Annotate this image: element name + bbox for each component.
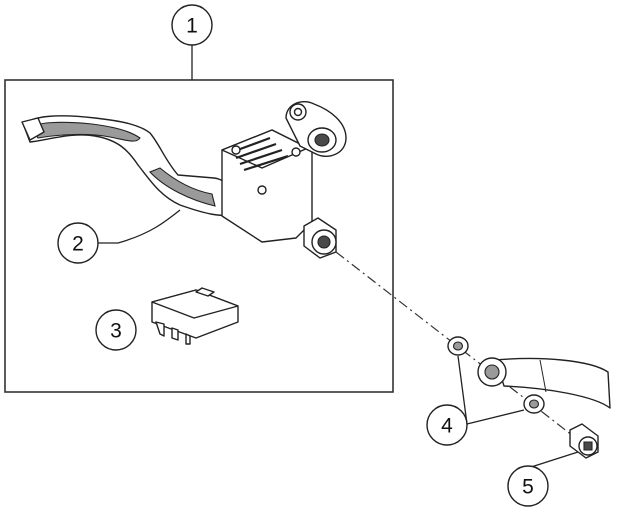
callout-2-label: 2 bbox=[72, 233, 84, 256]
leader-2 bbox=[98, 209, 181, 244]
brake-hose-icon bbox=[477, 357, 611, 409]
leader-4b bbox=[466, 409, 525, 425]
callout-1-label: 1 bbox=[186, 15, 198, 38]
leader-5 bbox=[527, 451, 579, 469]
callout-5-label: 5 bbox=[522, 476, 534, 499]
reservoir-block-icon bbox=[151, 287, 239, 345]
brake-lever-master-cylinder-icon bbox=[21, 100, 347, 259]
assembly-axis-line bbox=[335, 251, 587, 447]
washer-icon bbox=[523, 394, 545, 414]
assembly-frame bbox=[4, 79, 394, 393]
callout-3-label: 3 bbox=[110, 320, 122, 343]
callout-4: 4 bbox=[426, 404, 468, 446]
callout-4-label: 4 bbox=[441, 415, 453, 438]
leader-4a bbox=[457, 355, 468, 425]
callout-3: 3 bbox=[95, 309, 137, 351]
callout-1: 1 bbox=[171, 4, 213, 46]
washer-icon bbox=[447, 336, 469, 356]
banjo-bolt-icon bbox=[569, 423, 599, 459]
callout-2: 2 bbox=[57, 222, 99, 264]
callout-5: 5 bbox=[507, 465, 549, 507]
